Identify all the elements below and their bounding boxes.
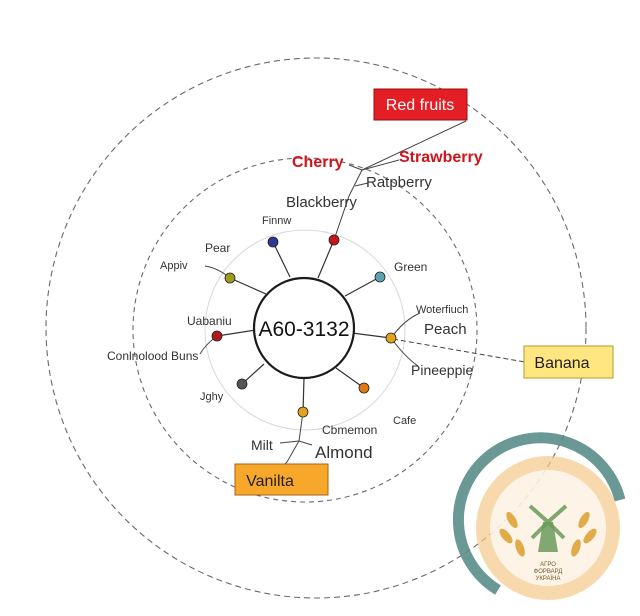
leader-lines (199, 120, 526, 467)
windmill-icon (528, 504, 568, 552)
wheat-icon (499, 511, 597, 557)
label-uabanu: Uabaniu (187, 314, 232, 328)
label-pear: Pear (205, 241, 230, 255)
label-buns: Conlnolood Buns (107, 349, 198, 363)
node-spicy (236, 378, 248, 390)
label-strawberry: Strawberry (399, 149, 483, 166)
label-raspberry: Ratpberry (366, 174, 432, 191)
node-green (374, 271, 386, 283)
label-spicy: Jghy (200, 391, 224, 403)
label-almond: Almond (315, 443, 373, 462)
banana-label: Banana (534, 355, 589, 372)
spokes (216, 239, 392, 413)
node-cafe (358, 382, 370, 394)
outer-dashed-ring (45, 57, 587, 599)
vanilla-box: Vanilta (234, 463, 329, 496)
label-milk: Milt (251, 437, 273, 453)
label-blackberry: Blackberry (286, 194, 357, 211)
label-waterfruit: Woterfiuch (416, 304, 468, 316)
node-red-fruits (328, 234, 340, 246)
logo-outer-swoosh (452, 432, 626, 595)
agro-logo: АГРО ФОРВАРД УКРАЇНА (452, 432, 626, 600)
label-apple: Appiv (160, 260, 188, 272)
label-cafe: Cafe (393, 415, 416, 427)
center-label: A60-3132 (258, 318, 349, 341)
node-vanilla (297, 406, 309, 418)
logo-text-mid: ФОРВАРД (534, 569, 563, 575)
logo-text-bottom: УКРАЇНА (536, 575, 561, 582)
red-fruits-label: Red fruits (386, 97, 454, 114)
label-pineapple: Pineeppie (411, 362, 473, 378)
banana-box: Banana (523, 345, 614, 379)
inner-faint-ring (204, 229, 406, 431)
node-finnow (267, 236, 279, 248)
node-peach (385, 332, 397, 344)
label-cherry: Cherry (292, 154, 344, 171)
logo-text-top: АГРО (540, 562, 556, 568)
node-pear (224, 272, 236, 284)
label-cinnamon: Cbmemon (322, 423, 377, 437)
node-uabanu (211, 330, 223, 342)
label-green: Green (394, 260, 427, 274)
label-finnow: Finnw (262, 215, 291, 227)
center-hub (252, 276, 356, 380)
vanilla-label: Vanilta (246, 473, 294, 490)
red-fruits-box: Red fruits (373, 88, 468, 121)
label-peach: Peach (424, 321, 467, 338)
middle-dashed-ring (132, 157, 478, 503)
